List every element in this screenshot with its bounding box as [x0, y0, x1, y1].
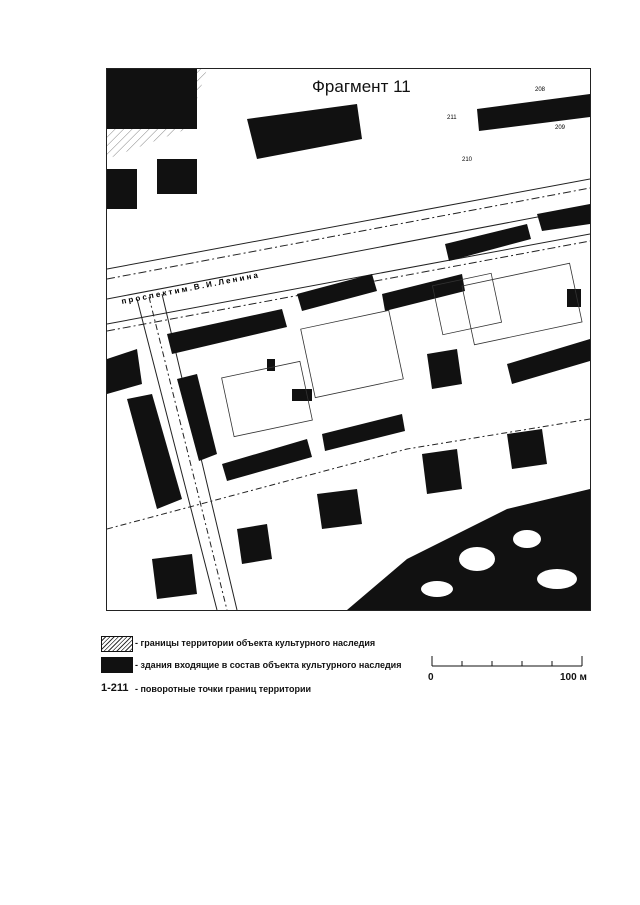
scale-end: 100 м — [560, 672, 587, 683]
fragment-title: Фрагмент 11 — [309, 77, 414, 97]
park-paths — [421, 530, 577, 597]
legend-point-text: - поворотные точки границ территории — [135, 684, 312, 694]
street-label: п р о с п е к т и м . В . И . Л е н и н … — [121, 271, 260, 306]
legend-hatch-text: - границы территории объекта культурного… — [135, 638, 376, 648]
hatch-swatch — [101, 636, 133, 652]
building-outlines — [221, 262, 583, 438]
map-drawing: 208 211 209 210 п р о с п е к т и м . В … — [107, 69, 590, 610]
heritage-buildings — [107, 69, 590, 599]
point-label-211: 211 — [447, 115, 457, 121]
point-label-210: 210 — [462, 157, 473, 163]
legend-solid-text: - здания входящие в состав объекта культ… — [135, 660, 402, 670]
legend-point-key: 1-211 — [101, 682, 129, 694]
avenue — [107, 178, 590, 332]
point-label-208: 208 — [535, 87, 546, 93]
scale-bar — [431, 656, 583, 667]
solid-swatch — [101, 657, 133, 673]
map-fragment: 208 211 209 210 п р о с п е к т и м . В … — [106, 68, 591, 611]
point-label-209: 209 — [555, 125, 566, 131]
scale-start: 0 — [428, 672, 434, 683]
